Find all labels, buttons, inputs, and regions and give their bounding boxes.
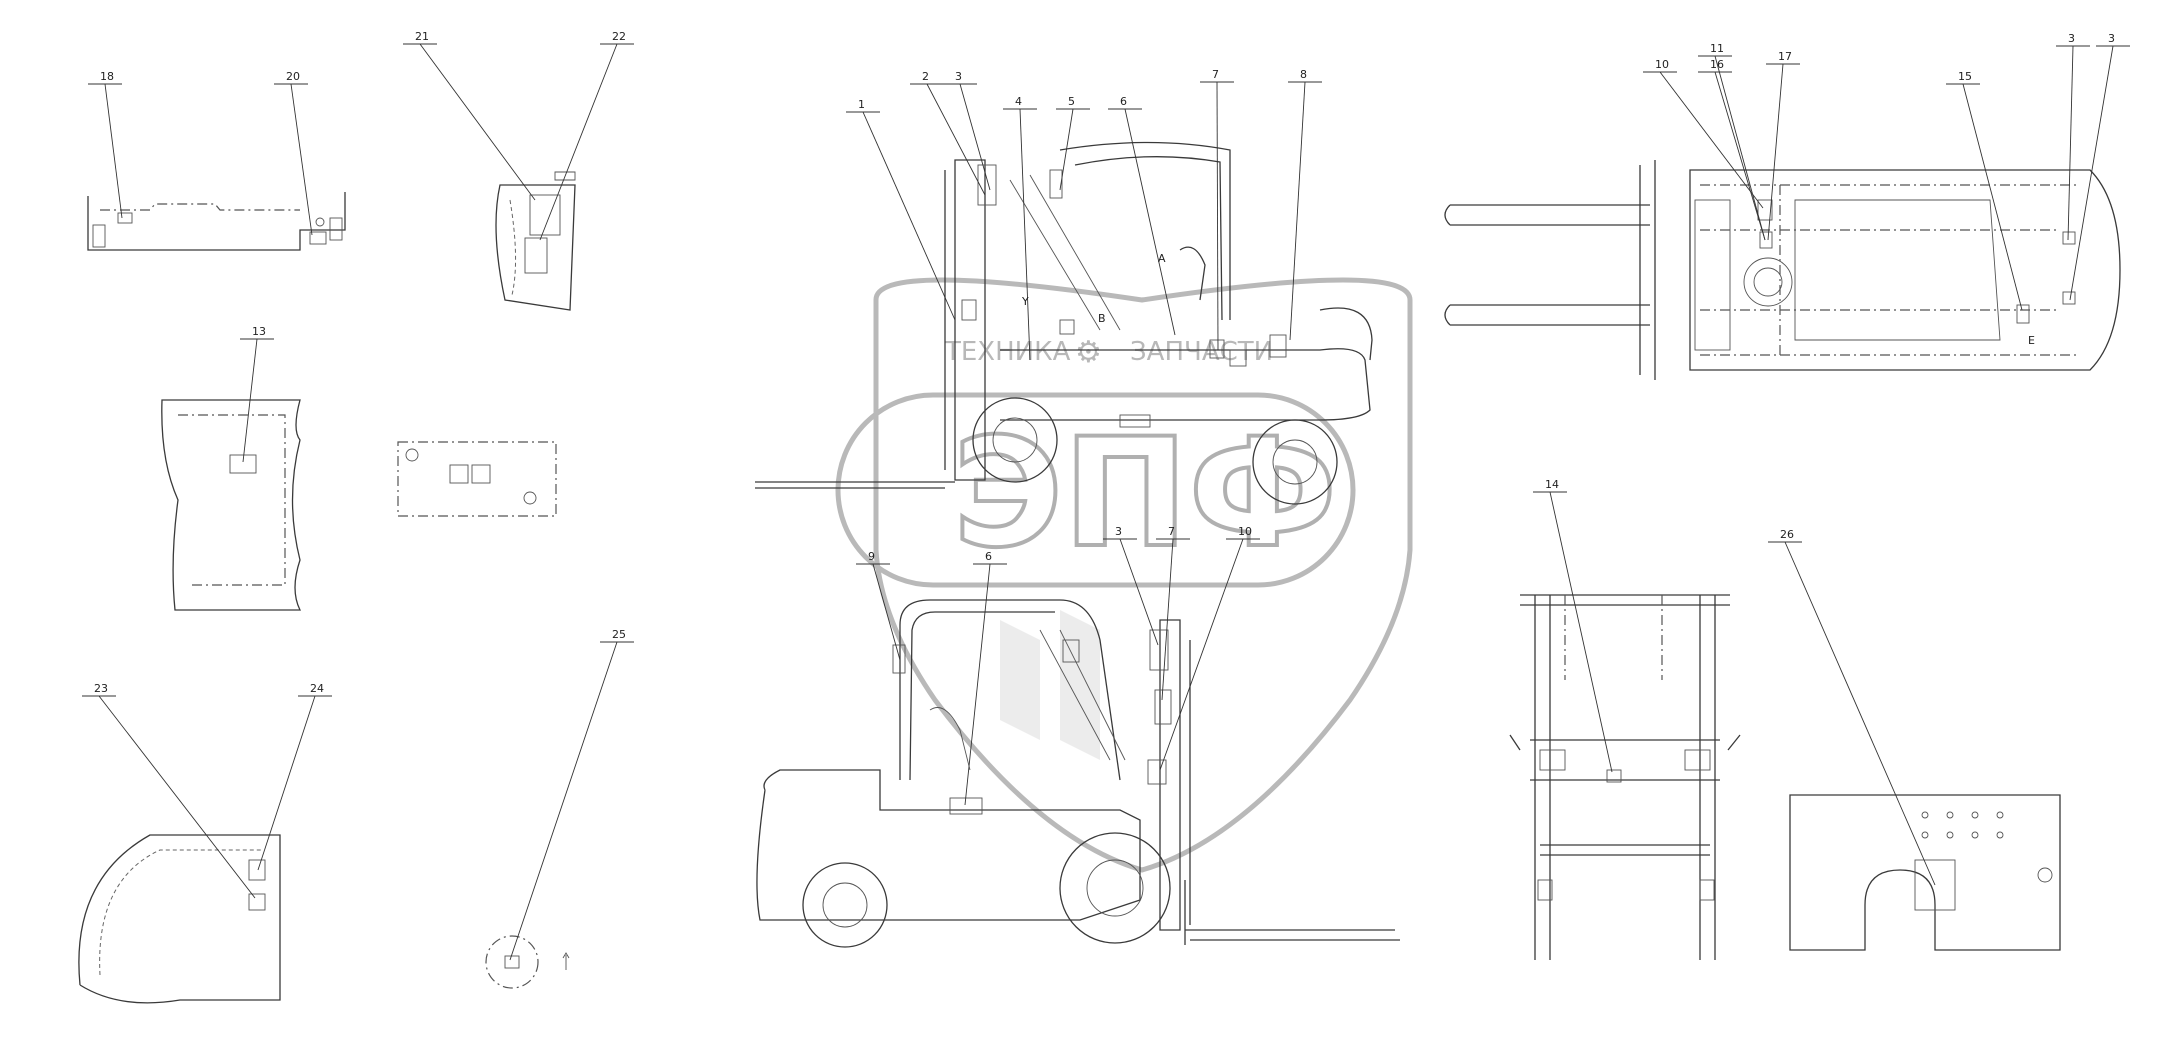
- leader-line-c-8: [1289, 81, 1306, 341]
- label-plate-view: [397, 441, 557, 517]
- callout-c-2: 2: [922, 70, 929, 83]
- leader-line-c-1: [862, 111, 956, 321]
- leader-line-c-10: [1659, 71, 1764, 209]
- callout-c-11: 11: [1710, 42, 1724, 55]
- leader-line-c-11: [1714, 55, 1766, 241]
- leader-line-c-16: [1714, 71, 1766, 241]
- forklift-side-view-top: [755, 141, 1373, 505]
- callout-c-18: 18: [100, 70, 114, 83]
- leader-line-c-18: [104, 83, 123, 219]
- callout-c-3a: 3: [955, 70, 962, 83]
- leader-line-c-4: [1019, 108, 1031, 361]
- rear-bracket-view: [87, 192, 346, 251]
- watermark-big: ЭПФ: [953, 407, 1337, 581]
- callout-c-21: 21: [415, 30, 429, 43]
- callout-c-7b: 7: [1168, 525, 1175, 538]
- marker-a: A: [1158, 252, 1166, 265]
- callout-c-6b: 6: [985, 550, 992, 563]
- forklift-top-view: [1444, 160, 2121, 380]
- leader-line-c-24: [257, 695, 316, 871]
- leader-line-c-3a: [959, 83, 991, 191]
- leader-line-c-13: [242, 338, 258, 463]
- corner-detail-view: [495, 171, 576, 311]
- leader-line-c-3c: [2067, 45, 2074, 241]
- callout-c-16: 16: [1710, 58, 1724, 71]
- leader-line-c-22: [539, 43, 618, 241]
- callout-c-6a: 6: [1120, 95, 1127, 108]
- callout-c-13: 13: [252, 325, 266, 338]
- callout-c-14: 14: [1545, 478, 1559, 491]
- leader-line-c-7a: [1216, 81, 1219, 351]
- leader-line-c-10b: [1159, 538, 1244, 771]
- cover-panel-view: [161, 399, 302, 611]
- marker-e: E: [2028, 334, 2035, 347]
- leader-line-c-26: [1784, 541, 1936, 886]
- mast-front-view: [1509, 594, 1741, 960]
- leader-line-c-2: [926, 83, 986, 196]
- marker-y: Y: [1021, 295, 1029, 308]
- base-plate-view: [1789, 794, 2061, 951]
- overhead-guard-corner: [78, 834, 281, 1004]
- callout-c-3d: 3: [2108, 32, 2115, 45]
- callout-c-10: 10: [1655, 58, 1669, 71]
- callout-c-3b: 3: [1115, 525, 1122, 538]
- callout-c-20: 20: [286, 70, 300, 83]
- leader-line-c-15: [1962, 83, 2023, 311]
- leader-line-c-21: [419, 43, 536, 201]
- watermark-text-2: ЗАПЧАСТИ: [1130, 337, 1273, 367]
- callout-c-24: 24: [310, 682, 324, 695]
- callout-c-17: 17: [1778, 50, 1792, 63]
- leader-line-c-3d: [2069, 45, 2114, 301]
- callout-c-22: 22: [612, 30, 626, 43]
- leader-line-c-17: [1767, 63, 1784, 241]
- leader-line-c-25: [509, 641, 618, 961]
- callout-c-7a: 7: [1212, 68, 1219, 81]
- watermark-text-1: ТЕХНИКА: [944, 337, 1071, 367]
- leader-line-c-23: [98, 695, 256, 899]
- leader-line-c-6b: [964, 563, 991, 806]
- marker-b: B: [1098, 312, 1106, 325]
- callout-c-23: 23: [94, 682, 108, 695]
- leader-line-c-5: [1059, 108, 1074, 191]
- leader-line-c-20: [290, 83, 313, 236]
- leader-line-c-3b: [1119, 538, 1159, 646]
- leader-line-c-9: [872, 563, 901, 661]
- callout-c-10b: 10: [1238, 525, 1252, 538]
- leader-line-c-6a: [1124, 108, 1176, 336]
- round-decal-view: [485, 935, 570, 989]
- callout-c-9: 9: [868, 550, 875, 563]
- leader-line-c-14: [1549, 491, 1613, 773]
- leader-line-c-7b: [1161, 538, 1174, 701]
- callout-c-25: 25: [612, 628, 626, 641]
- forklift-side-view-bottom: [756, 599, 1400, 948]
- callout-c-5: 5: [1068, 95, 1075, 108]
- gear-icon: ⚙: [1075, 335, 1102, 370]
- watermark-logo: ТЕХНИКА ⚙ ЗАПЧАСТИ ЭПФ: [835, 277, 1413, 873]
- callout-c-26: 26: [1780, 528, 1794, 541]
- callout-c-8: 8: [1300, 68, 1307, 81]
- callout-c-15: 15: [1958, 70, 1972, 83]
- callout-c-4: 4: [1015, 95, 1022, 108]
- callout-c-3c: 3: [2068, 32, 2075, 45]
- callout-c-1: 1: [858, 98, 865, 111]
